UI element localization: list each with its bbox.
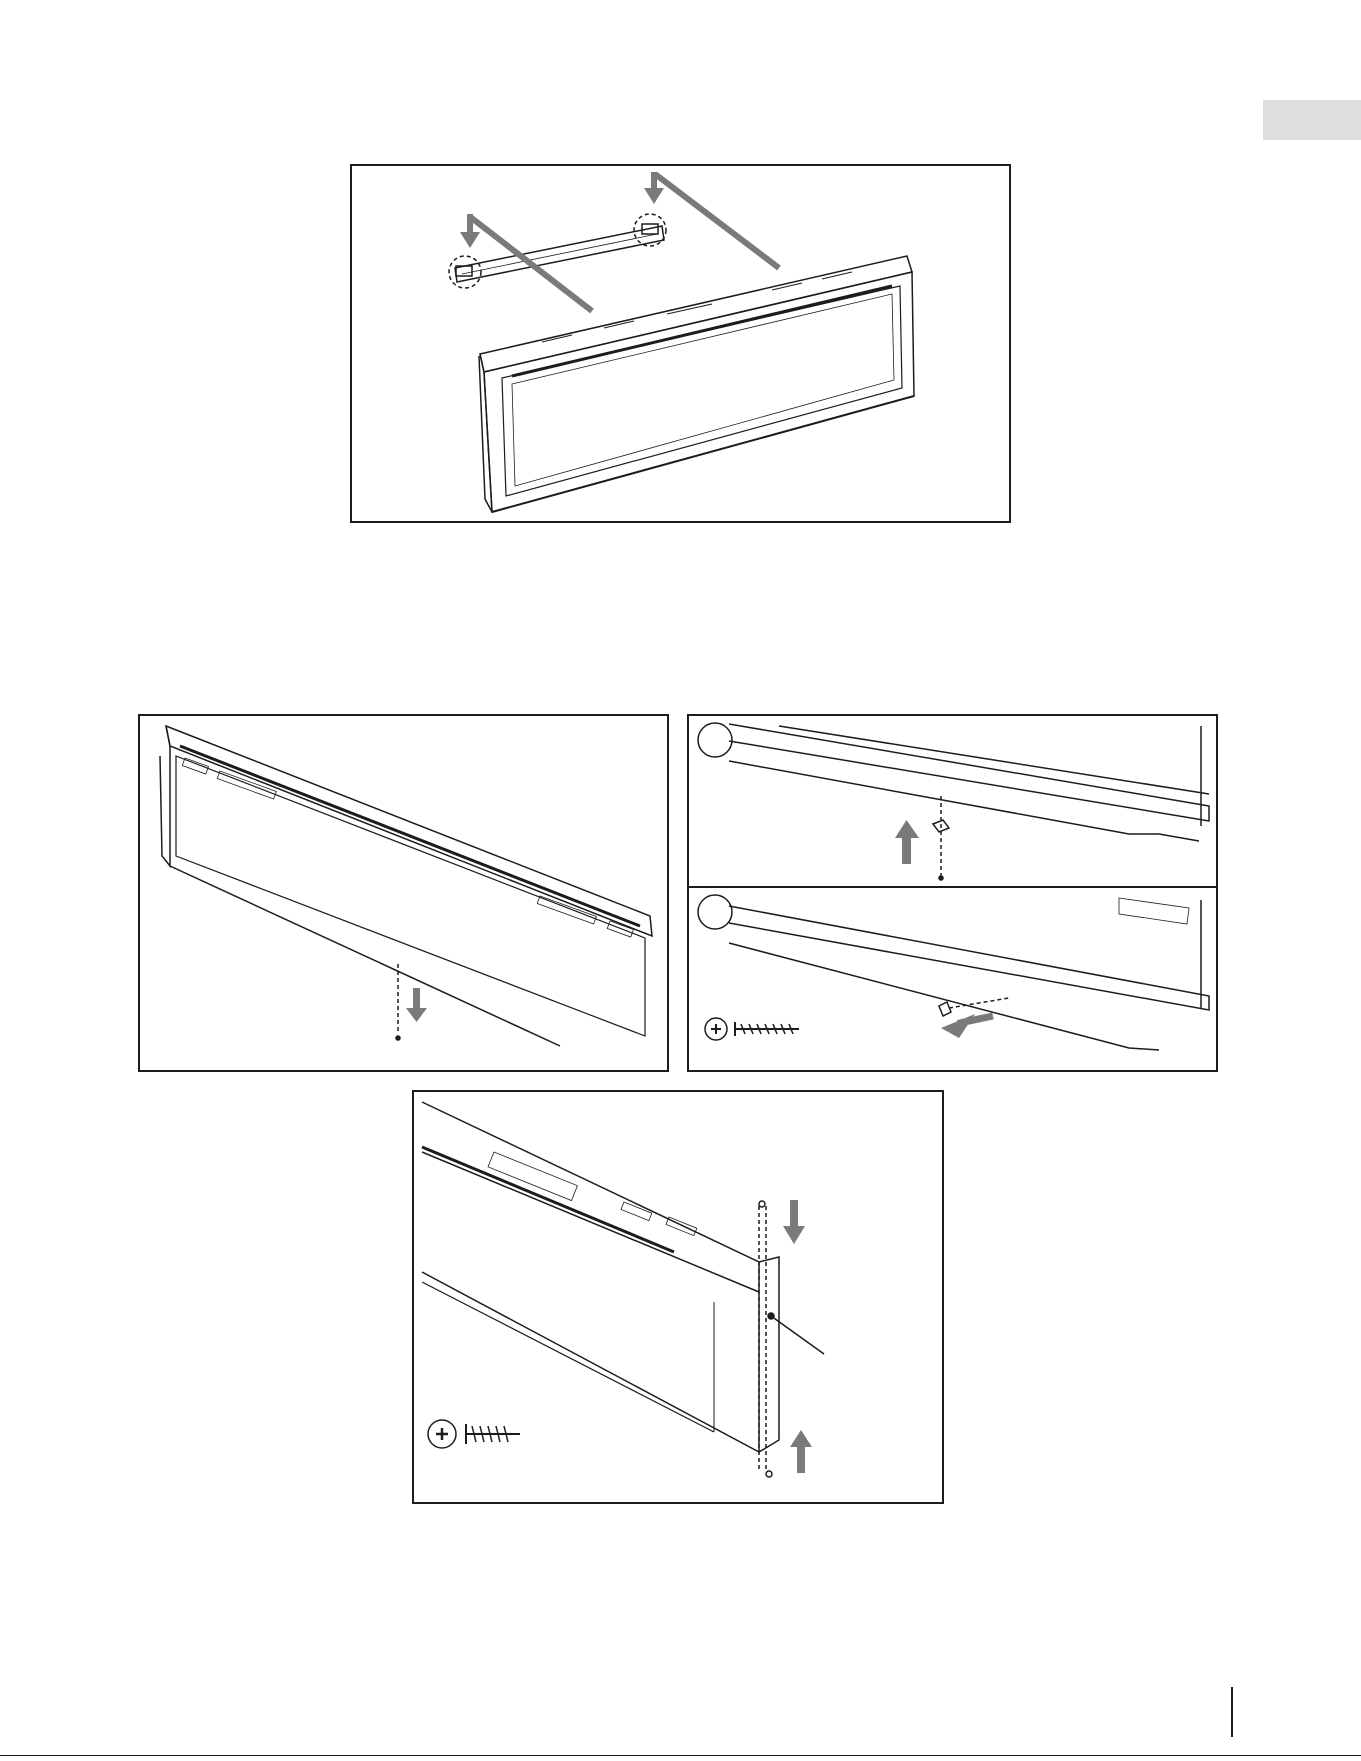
step-1-marker [698, 723, 732, 757]
figure-bottom-screw [138, 714, 669, 1072]
arrow-up-icon [895, 820, 919, 864]
arrow-up-icon [790, 1430, 812, 1473]
screw-icon [735, 1022, 799, 1036]
arrow-down-icon [406, 988, 427, 1022]
bottom-screw-illustration [140, 716, 669, 1072]
screw-icon [466, 1424, 520, 1444]
figure-step-1 [687, 714, 1218, 888]
page-number-rule [1231, 1687, 1233, 1737]
side-screws-illustration [414, 1092, 944, 1504]
figure-wall-bracket [350, 164, 1011, 523]
step-2-marker [698, 895, 732, 929]
figure-step-2 [687, 886, 1218, 1072]
language-tab [1263, 100, 1361, 140]
arrow-left-icon [941, 1013, 994, 1038]
figure-side-screws [412, 1090, 944, 1504]
footer-rule [0, 1755, 1361, 1756]
step-2-illustration [689, 888, 1218, 1072]
step-1-illustration [689, 716, 1218, 888]
wall-bracket-illustration [352, 166, 1011, 523]
arrow-down-icon [783, 1200, 805, 1244]
